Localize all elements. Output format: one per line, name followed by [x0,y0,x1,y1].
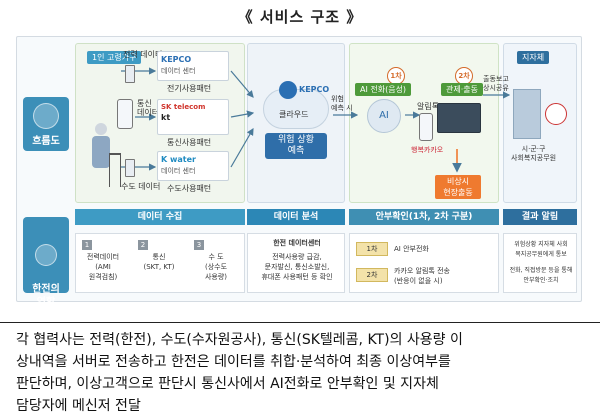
phase-confirm-bar: 안부확인(1차, 2차 구분) [349,209,499,225]
electric-data-label: 전력 데이터 [123,50,163,59]
risk-prediction-box: 위험 상황 예측 [265,133,327,159]
elderly-person-icon [87,123,121,189]
arrow-to-cloud-2 [230,110,255,118]
water-data-label: 수도 데이터 [121,182,161,191]
analysis-center-text: 전력사용량 급감, 문자발신, 통신소발신, 휴대폰 사용패턴 등 확인 [261,253,333,281]
flow-arrows [121,67,511,173]
role-collect-slot: 1 전력데이터 (AMI 원격검침) 2 통신 (SKT, KT) 3 수 도 … [75,233,245,293]
service-structure-panel: 흐름도 한전의 역할 1인 고령가구 전력 데이터 통신 데이터 수도 데이터 [16,36,582,308]
confirm-chip-2: 2차 [356,268,388,282]
analysis-kepco-logo: KEPCO [299,85,330,94]
power-meter-icon [125,65,135,83]
arrow-to-cloud-3 [230,127,254,168]
phase-collect-bar: 데이터 수집 [75,209,245,225]
collect-item-3-text: 수 도 (상수도 사용량) [204,253,228,281]
alert-talk-label: 알림톡 [417,102,440,111]
kepco-role-icon [35,244,57,266]
flow-sidebox: 흐름도 [23,97,69,151]
caption-line-3: 판단하며, 이상고객으로 판단시 통신사에서 AI전화로 안부확인 및 지자체 [16,376,439,392]
water-pattern-label: 수도사용패턴 [167,184,212,193]
local-gov-title: 지자체 [517,51,550,64]
caption-line-2: 상내역을 서버로 전송하고 한전은 데이터를 취합·분석하여 최종 이상여부를 [16,354,451,370]
cloud-label: 클라우드 [279,110,309,119]
collect-item-2-num: 2 [138,240,148,250]
caption-line-4: 담당자에 메신저 전달 [16,398,141,414]
confirm-chip-1: 1차 [356,242,388,256]
phase-result-bar: 결과 알림 [503,209,577,225]
ai-call-tag: AI 전화(음성) [355,83,412,96]
arrow-to-cloud-1 [230,70,254,98]
role-result-slot: 위험상황 지자체 사회 복지공무원에게 통보 전화, 직접방문 등을 통해 안부… [503,233,577,293]
kwater-logo: K water [161,155,196,164]
kwater-center-label: 데이터 센터 [161,167,196,175]
flow-icon [33,103,59,129]
government-emblem-icon [545,103,567,125]
confirm-text-1: AI 안부전화 [394,245,429,253]
result-text-2: 전화, 직접방문 등을 통해 안부확인·조치 [509,267,573,284]
collect-item-2-text: 통신 (SKT, KT) [143,253,175,271]
ai-robot-icon: AI [367,99,401,133]
analysis-center-title: 한전 데이터센터 [273,239,321,247]
water-meter-icon [125,159,135,177]
share-label: 출동보고 상시공유 [483,75,509,92]
kepco-role-label: 한전의 역할 [32,284,60,308]
kepco-role-sidebox: 한전의 역할 [23,217,69,308]
caption-line-1: 각 협력사는 전력(한전), 수도(수자원공사), 통신(SK텔레콤, KT)의… [16,332,463,348]
diagram-title: 《 서비스 구조 》 [237,8,363,26]
person-tag: 1인 고령가구 [87,51,142,64]
emergency-dispatch-box: 비상시 현장출동 [435,175,481,199]
comm-data-label: 통신 데이터 [137,99,160,117]
kepco-center-label: 데이터 센터 [161,67,196,75]
phase-analysis-bar: 데이터 분석 [247,209,345,225]
kepco-logo: KEPCO [161,55,192,64]
kepco-card: KEPCO 데이터 센터 [157,51,229,81]
kakao-phone-icon [419,113,433,141]
cloud-icon [263,89,329,129]
monitor-title-tag: 관제·출동 [441,83,483,96]
electric-pattern-label: 전기사용패턴 [167,84,212,93]
phone-icon [117,99,133,129]
confirm-text-2: 카카오 알림톡 전송 (반응이 없을 시) [394,267,450,285]
city-hall-building-icon [513,89,541,139]
collect-item-3-num: 3 [194,240,204,250]
step1-badge: 1차 [387,67,405,85]
flow-label: 흐름도 [32,136,60,147]
kt-logo: kt [161,113,171,122]
monitoring-screen-icon [437,103,481,133]
caption-text: 각 협력사는 전력(한전), 수도(수자원공사), 통신(SK텔레콤, KT)의… [0,322,600,420]
telecom-card: SK telecom kt [157,99,229,135]
role-analysis-slot: 한전 데이터센터 전력사용량 급감, 문자발신, 통신소발신, 휴대폰 사용패턴… [247,233,345,293]
sk-logo: SK telecom [161,103,206,111]
result-text-1: 위험상황 지자체 사회 복지공무원에게 통보 [514,241,568,258]
kwater-card: K water 데이터 센터 [157,151,229,181]
collect-item-1-text: 전력데이터 (AMI 원격검침) [86,253,120,281]
kepco-ball-icon [279,81,297,99]
comm-pattern-label: 통신사용패턴 [167,138,212,147]
role-confirm-slot: 1차 AI 안부전화 2차 카카오 알림톡 전송 (반응이 없을 시) [349,233,499,293]
local-gov-official-label: 시·군·구 사회복지공무원 [511,145,557,162]
kakao-talk-label: 행복카카오 [411,146,444,154]
risk-arrow-label: 위험 예측 시 [331,95,353,112]
collect-item-1-num: 1 [82,240,92,250]
